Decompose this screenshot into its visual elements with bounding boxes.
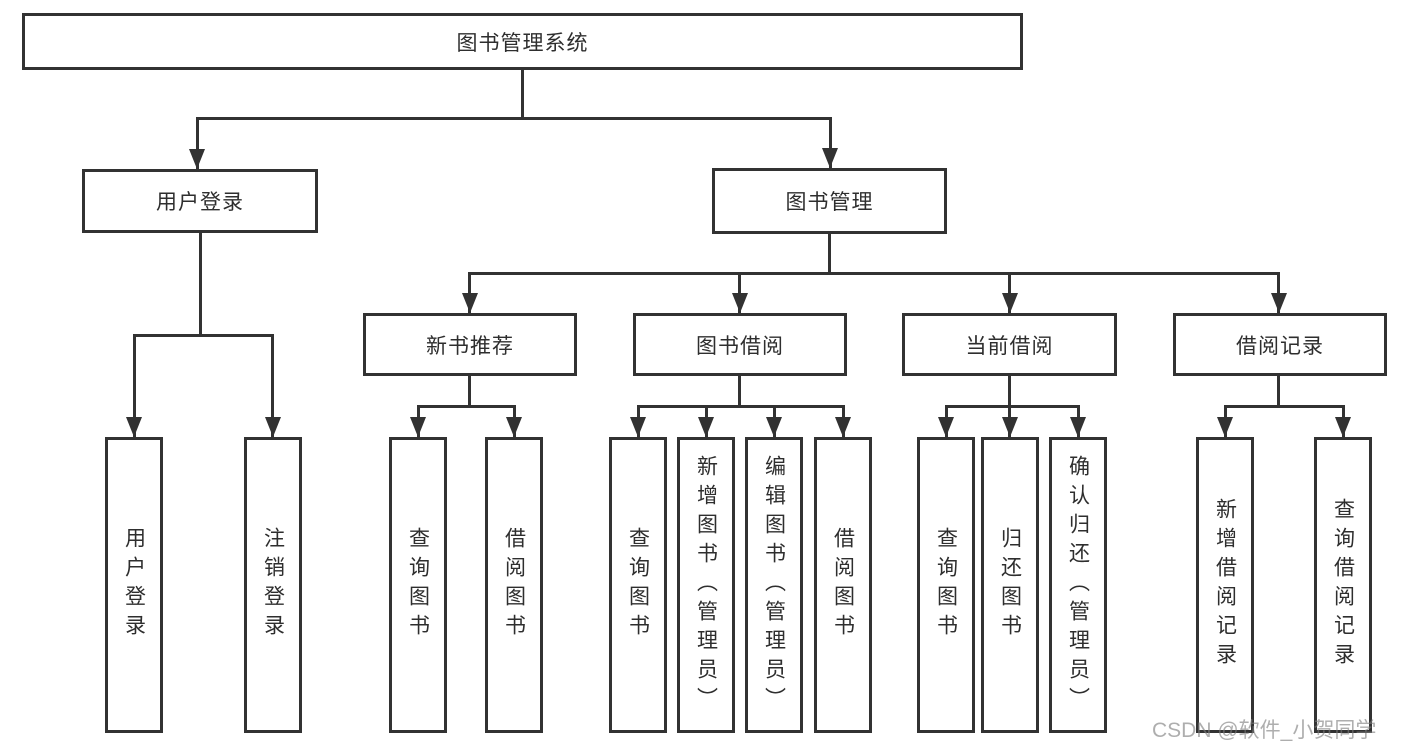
connector-line xyxy=(196,117,832,120)
arrow-down-icon xyxy=(1002,417,1018,437)
node-new-book-recommend: 新书推荐 xyxy=(363,313,577,376)
connector-line xyxy=(738,272,741,313)
arrow-down-icon xyxy=(126,417,142,437)
connector-line xyxy=(468,272,1280,275)
node-book-management: 图书管理 xyxy=(712,168,947,234)
arrow-down-icon xyxy=(410,417,426,437)
connector-line xyxy=(468,272,471,313)
leaf-edit-books-admin: 编辑图书（管理员） xyxy=(745,437,803,733)
connector-line xyxy=(196,117,199,169)
arrow-down-icon xyxy=(698,417,714,437)
connector-line xyxy=(468,376,471,408)
csdn-watermark: CSDN @软件_小贺同学 xyxy=(1152,719,1377,742)
arrow-down-icon xyxy=(506,417,522,437)
connector-line xyxy=(738,376,741,408)
connector-line xyxy=(1224,405,1344,408)
arrow-down-icon xyxy=(189,149,205,169)
leaf-query-books-recommend: 查询图书 xyxy=(389,437,447,733)
leaf-return-books: 归还图书 xyxy=(981,437,1039,733)
connector-line xyxy=(521,70,524,118)
leaf-add-borrow-record: 新增借阅记录 xyxy=(1196,437,1254,733)
leaf-logout: 注销登录 xyxy=(244,437,302,733)
connector-line xyxy=(417,405,516,408)
arrow-down-icon xyxy=(1002,293,1018,313)
connector-line xyxy=(1008,272,1011,313)
leaf-borrow-books: 借阅图书 xyxy=(814,437,872,733)
arrow-down-icon xyxy=(1335,417,1351,437)
arrow-down-icon xyxy=(766,417,782,437)
arrow-down-icon xyxy=(1271,293,1287,313)
leaf-confirm-return-admin: 确认归还（管理员） xyxy=(1049,437,1107,733)
node-current-borrow: 当前借阅 xyxy=(902,313,1117,376)
leaf-query-books-borrow: 查询图书 xyxy=(609,437,667,733)
connector-line xyxy=(1277,272,1280,313)
arrow-down-icon xyxy=(265,417,281,437)
connector-line xyxy=(945,405,1080,408)
node-borrow-records: 借阅记录 xyxy=(1173,313,1387,376)
arrow-down-icon xyxy=(822,148,838,168)
arrow-down-icon xyxy=(1217,417,1233,437)
connector-line xyxy=(1008,376,1011,408)
connector-line xyxy=(133,334,274,337)
arrow-down-icon xyxy=(835,417,851,437)
node-book-borrow: 图书借阅 xyxy=(633,313,847,376)
connector-line xyxy=(199,233,202,335)
leaf-user-login: 用户登录 xyxy=(105,437,163,733)
leaf-query-borrow-record: 查询借阅记录 xyxy=(1314,437,1372,733)
arrow-down-icon xyxy=(630,417,646,437)
arrow-down-icon xyxy=(938,417,954,437)
connector-line xyxy=(637,405,845,408)
leaf-borrow-books-recommend: 借阅图书 xyxy=(485,437,543,733)
leaf-query-books-current: 查询图书 xyxy=(917,437,975,733)
connector-line xyxy=(271,334,274,437)
node-user-login: 用户登录 xyxy=(82,169,318,233)
arrow-down-icon xyxy=(732,293,748,313)
node-root-book-management-system: 图书管理系统 xyxy=(22,13,1023,70)
connector-line xyxy=(1277,376,1280,408)
connector-line xyxy=(133,334,136,437)
leaf-add-books-admin: 新增图书（管理员） xyxy=(677,437,735,733)
connector-line xyxy=(829,117,832,168)
connector-line xyxy=(828,234,831,275)
arrow-down-icon xyxy=(462,293,478,313)
arrow-down-icon xyxy=(1070,417,1086,437)
